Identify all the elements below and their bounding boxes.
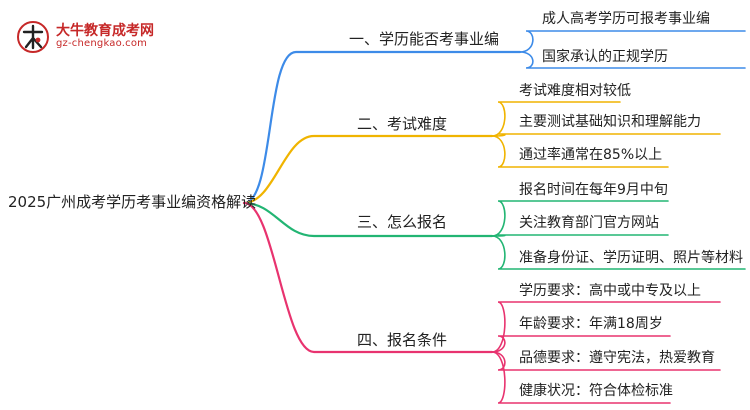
leaf-connector [491,135,669,168]
leaf-item: 考试难度相对较低 [519,83,631,99]
leaf-item: 通过率通常在85%以上 [519,147,663,163]
logo-mark-icon [17,21,49,53]
branch-registration: 三、怎么报名 [357,213,448,231]
branch-connector [242,201,494,238]
leaf-connector [491,101,621,137]
leaf-item: 关注教育部门官方网站 [519,215,659,231]
leaf-item: 主要测试基础知识和理解能力 [519,114,701,130]
leaf-item: 学历要求：高中或中专及以上 [519,283,701,299]
leaf-connector [491,133,721,137]
leaf-connector [491,235,746,270]
site-logo: 大牛教育成考网 gz-chengkao.com [16,18,166,58]
branch-requirements: 四、报名条件 [357,331,448,349]
leaf-item: 报名时间在每年9月中旬 [519,182,668,198]
leaf-item: 品德要求：遵守宪法，热爱教育 [519,350,715,366]
leaf-item: 成人高考学历可报考事业编 [542,11,710,27]
leaf-item: 健康状况：符合体检标准 [519,383,673,399]
leaf-item: 国家承认的正规学历 [542,49,668,65]
leaf-connector [519,30,746,53]
branch-connector [242,134,494,205]
logo-url: gz-chengkao.com [56,38,148,49]
root-node: 2025广州成考学历考事业编资格解读 [8,193,257,211]
leaf-connector [491,301,721,353]
branch-eligibility: 一、学历能否考事业编 [349,30,500,48]
branch-connector [242,201,494,354]
leaf-connector [491,351,671,404]
leaf-connector [491,234,669,237]
leaf-connector [491,200,669,237]
branch-difficulty: 二、考试难度 [357,115,448,133]
logo-title: 大牛教育成考网 [56,23,154,39]
leaf-connector [491,335,671,353]
branch-connector [242,50,522,205]
leaf-item: 年龄要求：年满18周岁 [519,316,663,332]
leaf-item: 准备身份证、学历证明、照片等材料 [519,250,743,266]
leaf-connector [519,51,746,69]
